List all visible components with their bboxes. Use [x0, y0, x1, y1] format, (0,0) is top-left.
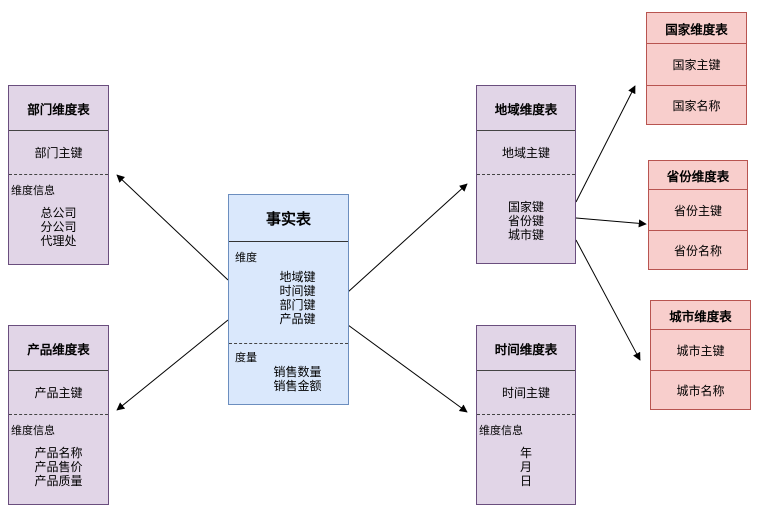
- city-primary-key: 城市主键: [676, 343, 725, 358]
- fact-divider: [229, 343, 348, 344]
- list-item: 总公司: [40, 206, 77, 220]
- country-dimension-table[interactable]: 国家维度表 国家主键 国家名称: [646, 12, 747, 125]
- time-divider: [477, 414, 575, 415]
- list-item: 销售金额: [273, 379, 322, 393]
- city-table-title: 城市维度表: [651, 301, 750, 330]
- list-item: 城市键: [507, 228, 544, 242]
- dept-table-title: 部门维度表: [9, 86, 108, 131]
- arrow-fact-to-time: [347, 324, 468, 413]
- arrow-fact-to-product: [116, 319, 229, 411]
- city-divider: [651, 370, 750, 371]
- list-item: 产品售价: [34, 460, 83, 474]
- time-info-label: 维度信息: [479, 424, 523, 437]
- province-divider: [649, 230, 747, 231]
- list-item: 时间键: [279, 284, 316, 298]
- province-table-title: 省份维度表: [649, 161, 747, 190]
- arrow-region-to-city: [575, 239, 641, 361]
- city-dimension-table[interactable]: 城市维度表 城市主键 城市名称: [650, 300, 751, 410]
- dept-info-items: 总公司 分公司 代理处: [9, 206, 108, 248]
- list-item: 产品质量: [34, 474, 83, 488]
- fact-dimension-keys: 地域键 时间键 部门键 产品键: [247, 270, 348, 326]
- province-name-field: 省份名称: [673, 244, 722, 258]
- region-divider: [477, 174, 575, 175]
- list-item: 省份键: [507, 214, 544, 228]
- list-item: 产品键: [279, 312, 316, 326]
- arrow-region-to-country: [575, 85, 636, 203]
- list-item: 代理处: [40, 234, 77, 248]
- arrow-region-to-province: [575, 217, 647, 228]
- product-table-title: 产品维度表: [9, 326, 108, 371]
- fact-measures: 销售数量 销售金额: [247, 365, 348, 393]
- region-dimension-table[interactable]: 地域维度表 地域主键 国家键 省份键 城市键: [476, 85, 576, 264]
- time-table-title: 时间维度表: [477, 326, 575, 371]
- list-item: 月: [519, 460, 532, 474]
- dept-divider: [9, 174, 108, 175]
- province-dimension-table[interactable]: 省份维度表 省份主键 省份名称: [648, 160, 748, 270]
- country-name-field: 国家名称: [672, 99, 721, 113]
- product-info-label: 维度信息: [11, 424, 55, 437]
- time-dimension-table[interactable]: 时间维度表 时间主键 维度信息 年 月 日: [476, 325, 576, 505]
- time-primary-key: 时间主键: [501, 386, 550, 400]
- dept-primary-key: 部门主键: [34, 146, 83, 160]
- arrow-fact-to-dept: [116, 174, 229, 281]
- list-item: 部门键: [279, 298, 316, 312]
- list-item: 年: [519, 446, 532, 460]
- fact-table-title: 事实表: [229, 195, 348, 242]
- list-item: 产品名称: [34, 446, 83, 460]
- country-table-title: 国家维度表: [647, 13, 746, 44]
- province-primary-key: 省份主键: [673, 203, 722, 218]
- region-primary-key: 地域主键: [501, 146, 550, 160]
- time-info-items: 年 月 日: [477, 446, 575, 488]
- fact-table[interactable]: 事实表 维度 地域键 时间键 部门键 产品键 度量 销售数量 销售金额: [228, 194, 349, 405]
- list-item: 国家键: [507, 200, 544, 214]
- list-item: 日: [519, 474, 532, 488]
- country-divider: [647, 85, 746, 86]
- fact-dimension-label: 维度: [235, 251, 257, 264]
- list-item: 地域键: [279, 270, 316, 284]
- dept-info-label: 维度信息: [11, 184, 55, 197]
- product-info-items: 产品名称 产品售价 产品质量: [9, 446, 108, 488]
- product-primary-key: 产品主键: [34, 386, 83, 400]
- arrow-fact-to-region: [347, 183, 468, 293]
- region-foreign-keys: 国家键 省份键 城市键: [477, 200, 575, 242]
- city-name-field: 城市名称: [676, 384, 725, 398]
- fact-measure-label: 度量: [235, 351, 257, 364]
- product-divider: [9, 414, 108, 415]
- list-item: 分公司: [40, 220, 77, 234]
- dept-dimension-table[interactable]: 部门维度表 部门主键 维度信息 总公司 分公司 代理处: [8, 85, 109, 265]
- region-table-title: 地域维度表: [477, 86, 575, 131]
- country-primary-key: 国家主键: [672, 58, 721, 72]
- product-dimension-table[interactable]: 产品维度表 产品主键 维度信息 产品名称 产品售价 产品质量: [8, 325, 109, 505]
- list-item: 销售数量: [273, 365, 322, 379]
